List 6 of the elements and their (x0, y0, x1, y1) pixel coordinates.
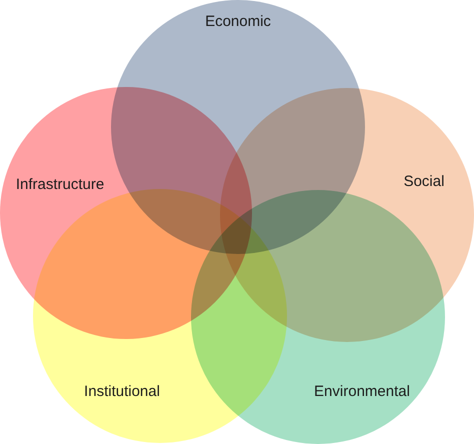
venn-circle (191, 190, 445, 444)
category-label: Infrastructure (16, 176, 104, 194)
category-label: Environmental (314, 384, 410, 400)
category-label: Economic (205, 14, 271, 30)
category-label: Social (404, 174, 444, 190)
category-label: Institutional (84, 384, 160, 400)
